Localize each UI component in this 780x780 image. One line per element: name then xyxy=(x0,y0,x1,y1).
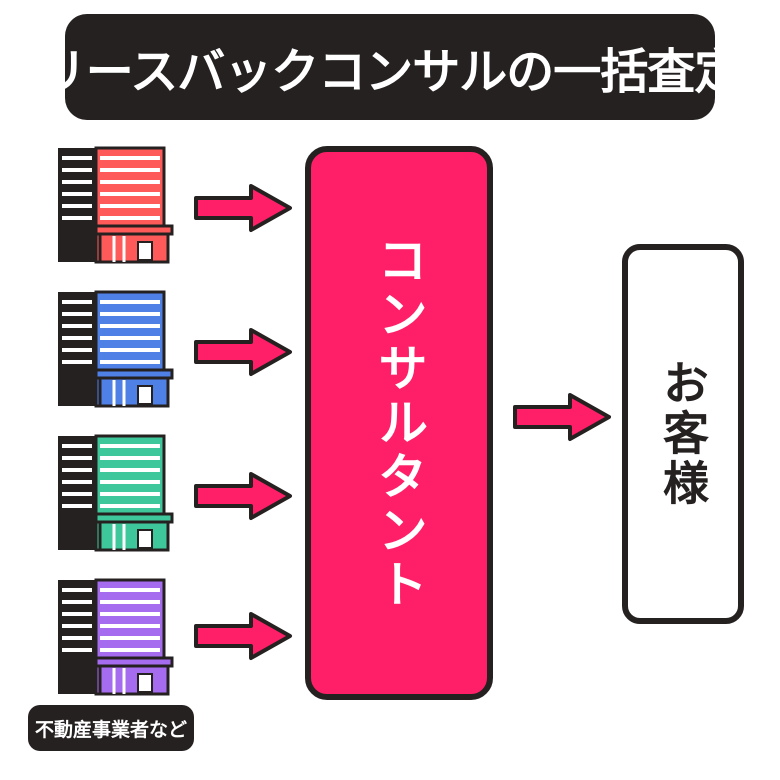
arrow-icon xyxy=(194,472,292,520)
arrow-icon xyxy=(194,184,292,232)
consultant-label: コンサルタント xyxy=(370,234,428,612)
building-green-icon xyxy=(58,434,174,552)
building-purple-icon xyxy=(58,578,174,696)
customer-box: お客様 xyxy=(622,244,744,624)
consultant-box: コンサルタント xyxy=(305,146,493,700)
building-red-icon xyxy=(58,146,174,264)
arrow-icon xyxy=(194,328,292,376)
title-banner: リースバックコンサルの一括査定 xyxy=(39,14,742,120)
customer-label: お客様 xyxy=(656,359,710,509)
sources-caption: 不動産事業者など xyxy=(34,718,187,741)
sources-caption-badge: 不動産事業者など xyxy=(28,705,194,751)
building-blue-icon xyxy=(58,290,174,408)
arrow-icon xyxy=(513,393,611,441)
arrow-icon xyxy=(194,612,292,660)
diagram-title: リースバックコンサルの一括査定 xyxy=(38,44,743,100)
